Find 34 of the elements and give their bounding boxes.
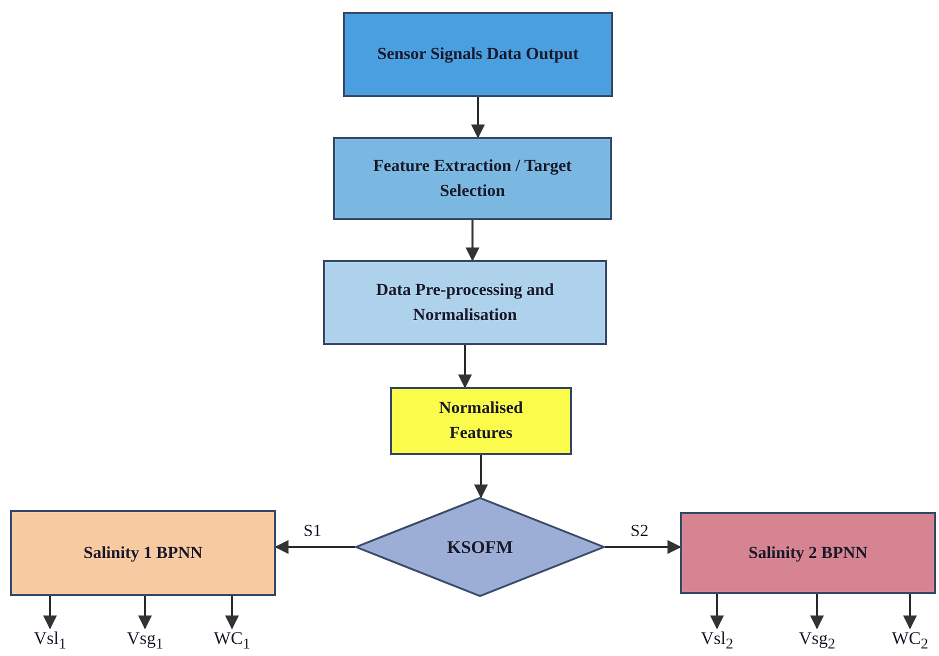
node-text: Data Pre-processing and Normalisation: [375, 278, 555, 326]
arrow: [274, 540, 355, 554]
edge-label: S1: [304, 521, 322, 541]
arrow: [458, 345, 472, 388]
output-label: Vsl$_{2}$: [692, 628, 742, 652]
arrow: [466, 220, 480, 262]
process-box: [323, 260, 607, 345]
edge-label: S2: [630, 521, 648, 541]
node-text: Normalised Features: [438, 397, 524, 444]
output-label: WC$_{2}$: [883, 628, 937, 652]
node-text: Sensor Signals Data Output: [377, 43, 579, 66]
process-box: [10, 510, 276, 596]
arrow: [138, 596, 152, 630]
node-text: KSOFM: [447, 536, 513, 558]
process-box: [680, 512, 936, 594]
arrow: [903, 594, 917, 630]
process-box: [390, 387, 572, 455]
process-box: [343, 12, 613, 97]
output-label: Vsg$_{2}$: [790, 628, 844, 652]
node-text: Salinity 2 BPNN: [748, 542, 868, 564]
decision-diamond: [355, 497, 605, 597]
output-label: Vsl$_{1}$: [25, 628, 75, 652]
arrow: [43, 596, 57, 630]
output-label: Vsg$_{1}$: [118, 628, 172, 652]
output-label: WC$_{1}$: [205, 628, 259, 652]
arrow: [474, 455, 488, 498]
arrow: [810, 594, 824, 630]
node-text: Salinity 1 BPNN: [83, 542, 203, 564]
arrow: [710, 594, 724, 630]
node-text: Feature Extraction / Target Selection: [372, 154, 573, 202]
process-box: [333, 137, 612, 220]
arrow: [471, 97, 485, 138]
arrow: [225, 596, 239, 630]
arrow: [605, 540, 682, 554]
